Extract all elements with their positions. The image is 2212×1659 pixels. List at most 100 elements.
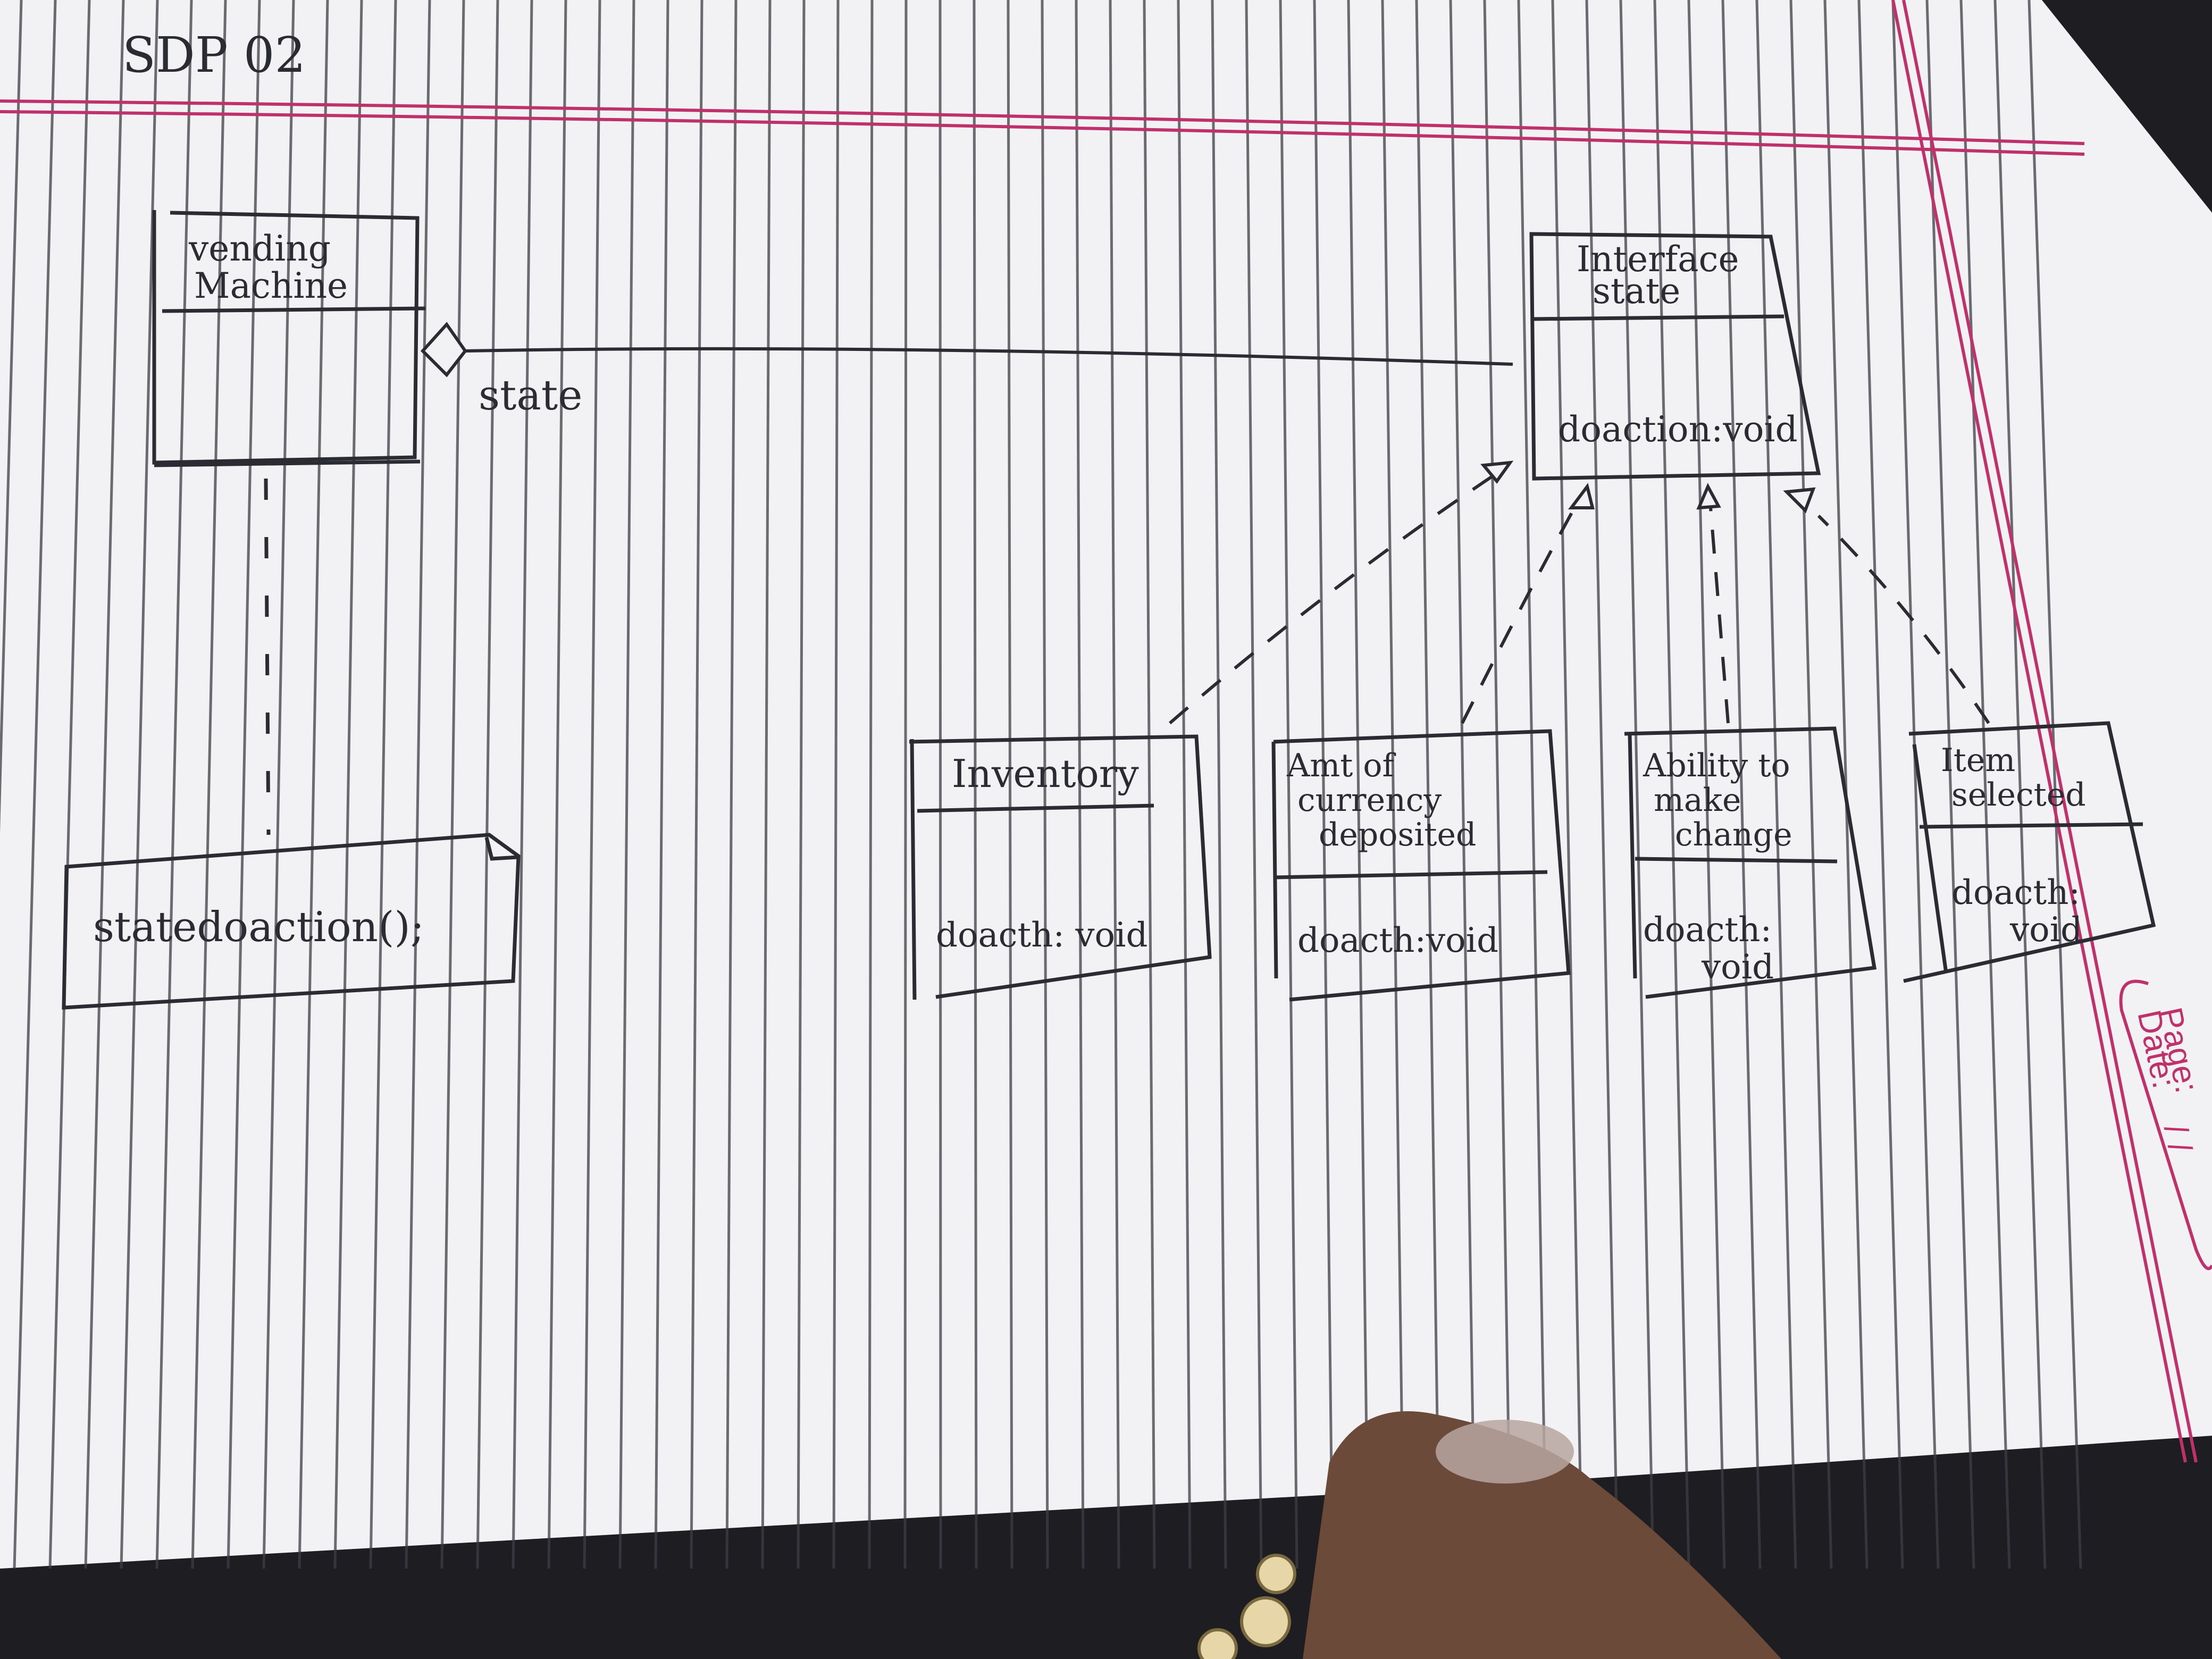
- state-class-method-line: doacth:: [1951, 873, 2080, 912]
- ruled-line: [1415, 0, 1441, 1569]
- state-class-method-line: void: [2009, 910, 2082, 950]
- ruled-line: [298, 0, 329, 1569]
- ruled-line: [120, 0, 159, 1569]
- ruled-line: [1585, 0, 1619, 1569]
- ruled-line: [618, 0, 635, 1569]
- ruled-line: [369, 0, 397, 1569]
- ruled-line: [1245, 0, 1263, 1569]
- ruled-line: [1619, 0, 1655, 1569]
- ruled-line: [0, 0, 23, 834]
- ruled-line: [1653, 0, 1690, 1569]
- ruled-line: [547, 0, 567, 1569]
- ruled-line: [797, 0, 806, 1569]
- state-class-name-line: currency: [1297, 782, 1442, 819]
- ruled-line: [1143, 0, 1156, 1569]
- state-class-name-line: change: [1675, 816, 1792, 853]
- state-class-item-selected: [1903, 721, 2156, 983]
- ruled-line: [1041, 0, 1049, 1569]
- thumb: [1303, 1411, 1781, 1659]
- ruled-line: [1381, 0, 1405, 1569]
- interface-state-method: doaction:void: [1558, 409, 1798, 450]
- state-class-method-line: doacth:void: [1297, 921, 1498, 960]
- ruled-line: [1823, 0, 1869, 1569]
- ruled-line: [1177, 0, 1192, 1569]
- ruled-line: [1449, 0, 1477, 1569]
- ruled-line: [973, 0, 978, 1569]
- ruled-lines: [0, 0, 2082, 1569]
- ruled-line: [1075, 0, 1085, 1569]
- note-anchor-line: [264, 478, 271, 835]
- ruled-line: [1007, 0, 1013, 1569]
- ruled-line: [903, 0, 908, 1569]
- ruled-line: [84, 0, 125, 1569]
- right-margin-line: [1891, 0, 2198, 1463]
- vending-machine-name-line1: vending: [188, 228, 331, 269]
- vending-machine-class: [152, 210, 426, 467]
- ruled-line: [440, 0, 465, 1569]
- ruled-line: [725, 0, 738, 1569]
- state-class-method-line: void: [1701, 948, 1774, 987]
- realization-arrows: [1169, 460, 1990, 725]
- ruled-line: [1313, 0, 1334, 1569]
- realization-arrowhead-3: [1696, 483, 1721, 510]
- state-class-name-line: Amt of: [1286, 747, 1396, 784]
- ruled-line: [1109, 0, 1120, 1569]
- state-class-name-line: Inventory: [952, 751, 1139, 796]
- ruled-line: [512, 0, 533, 1569]
- ruled-line: [939, 0, 942, 1569]
- ruled-line: [476, 0, 499, 1569]
- state-class-amt-currency: [1271, 729, 1571, 1002]
- state-class-method-line: doacth:: [1643, 910, 1772, 950]
- ruled-line: [1959, 0, 2011, 1569]
- ruled-line: [690, 0, 703, 1569]
- ruled-line: [761, 0, 772, 1569]
- aggregation-link: [420, 322, 1513, 378]
- ruled-line: [155, 0, 193, 1569]
- ruled-line: [583, 0, 601, 1569]
- ruled-line: [1347, 0, 1370, 1569]
- ruled-line: [227, 0, 261, 1569]
- ruled-line: [1925, 0, 1975, 1569]
- state-class-name-line: Ability to: [1643, 747, 1790, 784]
- interface-state-name-line1: Interface: [1577, 239, 1739, 280]
- state-class-name-line: selected: [1951, 776, 2086, 814]
- ruled-line: [1687, 0, 1726, 1569]
- ruled-line: [2027, 0, 2082, 1569]
- ruled-line: [1483, 0, 1512, 1569]
- realization-arrowhead-4: [1783, 487, 1816, 514]
- ruled-line: [262, 0, 295, 1569]
- state-class-ability-change: [1624, 726, 1877, 999]
- note-id: SDP 02: [122, 27, 306, 83]
- ruled-line: [1993, 0, 2047, 1569]
- ruled-line: [868, 0, 874, 1569]
- note-text: statedoaction();: [93, 903, 424, 951]
- state-class-method-line: doacth: void: [936, 916, 1147, 955]
- ruled-line: [1721, 0, 1762, 1569]
- realization-ability-change: [1708, 494, 1730, 724]
- ruled-line: [333, 0, 363, 1569]
- realization-arrowhead-2: [1568, 483, 1595, 509]
- realization-item-selected: [1817, 514, 1990, 724]
- ruled-line: [654, 0, 669, 1569]
- note-box: [62, 833, 521, 1010]
- interface-state-name-line2: state: [1593, 271, 1680, 312]
- ruled-line: [832, 0, 840, 1569]
- realization-inventory: [1169, 466, 1506, 725]
- state-class-name-line: make: [1654, 782, 1741, 819]
- state-class-name-line: Item: [1941, 742, 2015, 779]
- ruled-line: [405, 0, 431, 1569]
- interface-state-class: [1529, 232, 1821, 481]
- ruled-line: [1755, 0, 1797, 1569]
- ruled-line: [1517, 0, 1548, 1569]
- ruled-line: [1789, 0, 1833, 1569]
- ruled-line: [1891, 0, 1940, 1569]
- state-class-inventory: [909, 734, 1212, 1000]
- ruled-line: [13, 0, 57, 1569]
- ruled-line: [1857, 0, 1904, 1569]
- ruled-line: [48, 0, 91, 1569]
- vending-machine-name-line2: Machine: [194, 265, 348, 306]
- top-margin-line: [0, 99, 2085, 156]
- realization-arrowhead-1: [1480, 460, 1514, 484]
